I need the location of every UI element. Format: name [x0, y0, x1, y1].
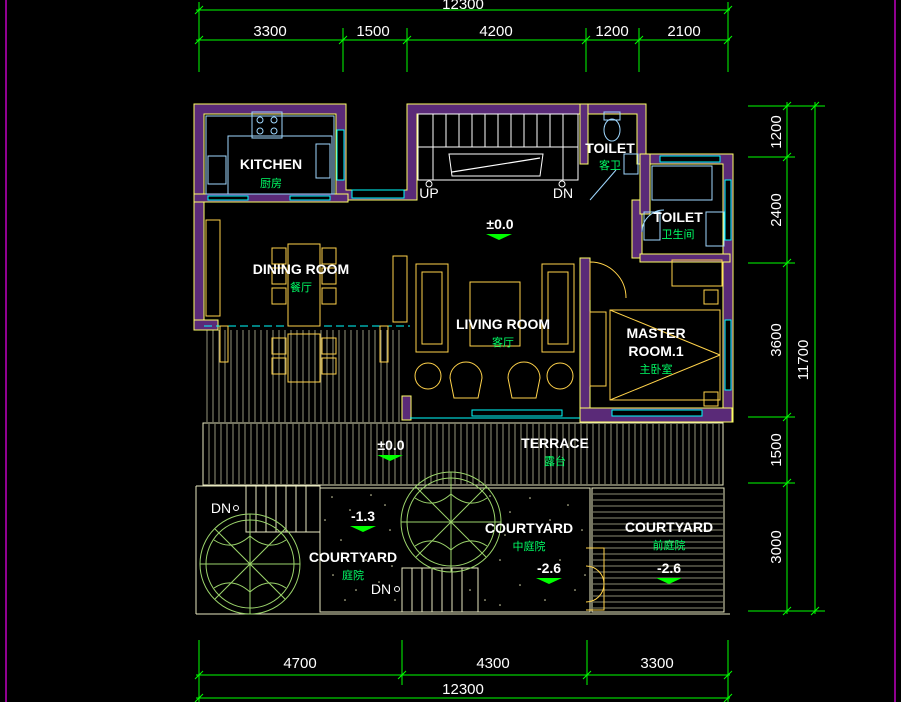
right-total-dim: 11700 — [795, 340, 812, 381]
site-boundary — [195, 485, 730, 615]
top-dim-4: 1200 — [595, 23, 628, 40]
top-dimensions — [194, 2, 733, 72]
room-toilet1-cn: 客卫 — [599, 158, 621, 172]
courtyard-steps-left — [245, 485, 321, 533]
room-terrace-name: TERRACE — [521, 435, 589, 451]
stair-dn-label: DN — [553, 185, 573, 201]
toilet2-fixtures — [641, 165, 725, 247]
level-living: ±0.0 — [486, 216, 513, 232]
room-toilet2-cn: 卫生间 — [662, 227, 695, 241]
courtyard-gate — [585, 547, 605, 611]
bottom-dim-1: 4700 — [283, 655, 316, 672]
room-master-cn: 主卧室 — [640, 362, 673, 376]
right-dim-3: 3600 — [768, 323, 785, 356]
top-dim-1: 3300 — [253, 23, 286, 40]
room-master-name-line2: ROOM.1 — [628, 343, 683, 359]
courtyard-steps-center — [401, 567, 479, 613]
windows — [207, 129, 732, 417]
right-dim-1: 1200 — [768, 115, 785, 148]
level-courtyard-right: -2.6 — [657, 560, 681, 576]
level-courtyard-mid: -2.6 — [537, 560, 561, 576]
living-furniture — [414, 263, 575, 399]
top-dim-3: 4200 — [479, 23, 512, 40]
kitchen-counter — [205, 111, 335, 195]
master-furniture — [589, 259, 723, 407]
room-kitchen-name: KITCHEN — [240, 156, 302, 172]
courtyard-left-cn: 庭院 — [342, 568, 364, 582]
stair-up-label: UP — [419, 185, 438, 201]
dn-marker-courtyard — [394, 586, 400, 592]
courtyard-left-name: COURTYARD — [309, 549, 397, 565]
dining-furniture — [205, 219, 408, 383]
terrace-deck — [202, 422, 724, 486]
right-dim-4: 1500 — [768, 433, 785, 466]
right-dim-5: 3000 — [768, 530, 785, 563]
courtyard-right-name: COURTYARD — [625, 519, 713, 535]
dn-label-courtyard: DN — [371, 581, 391, 597]
top-total-dim: 12300 — [442, 0, 484, 13]
bottom-dim-3: 3300 — [640, 655, 673, 672]
right-dimensions — [748, 101, 825, 616]
room-dining-cn: 餐厅 — [290, 280, 312, 294]
level-terrace: ±0.0 — [377, 437, 404, 453]
dn-label-left: DN — [211, 500, 231, 516]
top-dim-5: 2100 — [667, 23, 700, 40]
room-toilet2-name: TOILET — [653, 209, 703, 225]
bottom-dim-2: 4300 — [476, 655, 509, 672]
tree-center — [400, 471, 502, 573]
courtyard-mid-cn: 中庭院 — [513, 539, 546, 553]
level-markers — [350, 234, 682, 584]
room-living-name: LIVING ROOM — [456, 316, 550, 332]
bottom-total-dim: 12300 — [442, 681, 484, 698]
top-dim-2: 1500 — [356, 23, 389, 40]
bottom-dimensions — [194, 640, 733, 702]
room-terrace-cn: 露台 — [544, 454, 566, 468]
courtyard-mid-name: COURTYARD — [485, 520, 573, 536]
level-courtyard-left: -1.3 — [351, 508, 375, 524]
toilet1-fixtures — [589, 111, 639, 201]
room-living-cn: 客厅 — [492, 335, 514, 349]
dining-deck-extension — [206, 330, 400, 422]
main-staircase — [417, 113, 579, 188]
courtyard-right-cn: 前庭院 — [653, 538, 686, 552]
tree-left — [199, 513, 301, 615]
room-dining-name: DINING ROOM — [253, 261, 349, 277]
room-kitchen-cn: 厨房 — [260, 177, 282, 190]
right-dim-2: 2400 — [768, 193, 785, 226]
room-toilet1-name: TOILET — [585, 140, 635, 156]
room-master-name-line1: MASTER — [626, 325, 685, 341]
dn-marker-left — [233, 505, 239, 511]
